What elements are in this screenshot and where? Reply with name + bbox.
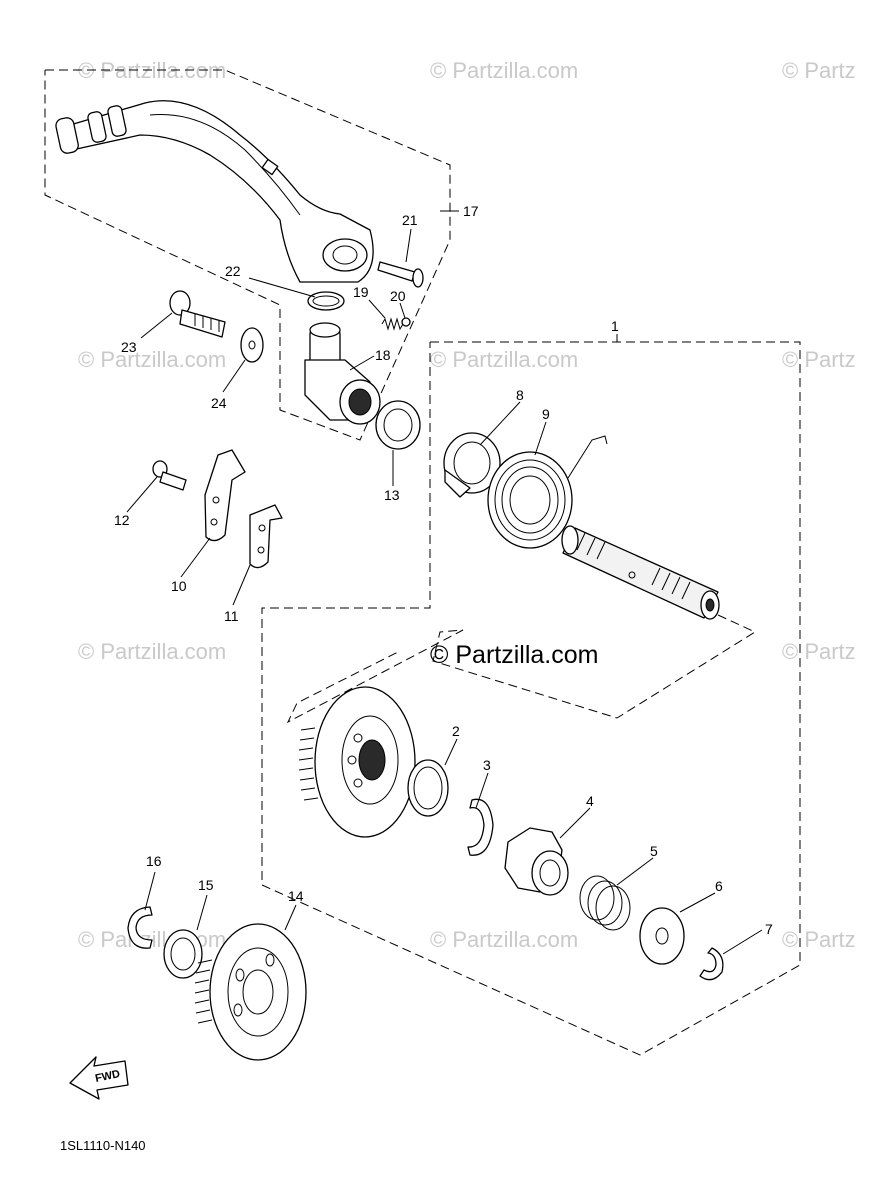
fwd-arrow-icon: FWD xyxy=(69,1056,129,1100)
watermark: © Partzilla.com xyxy=(430,58,578,83)
copyright-text: © Partzilla.com xyxy=(430,641,598,669)
ratchet-wheel-part-4[interactable] xyxy=(504,827,569,896)
assembly-17-boundary xyxy=(44,69,451,441)
idle-gear-part-14[interactable] xyxy=(194,923,307,1061)
kick-shaft[interactable] xyxy=(561,525,720,620)
callout-13: 13 xyxy=(384,487,400,503)
watermark: © Partz xyxy=(782,58,856,83)
leader-lines xyxy=(126,210,763,955)
callout-9: 9 xyxy=(542,406,550,422)
callout-4: 4 xyxy=(586,793,594,809)
watermark: © Partzilla.com xyxy=(78,639,226,664)
callout-10: 10 xyxy=(171,578,187,594)
watermark: © Partz xyxy=(782,927,856,952)
callout-14: 14 xyxy=(288,888,304,904)
callout-5: 5 xyxy=(650,843,658,859)
plate-part-10[interactable] xyxy=(204,449,246,542)
circlip-part-3[interactable] xyxy=(467,798,494,856)
washer-part-6[interactable] xyxy=(639,907,685,965)
callout-15: 15 xyxy=(198,877,214,893)
washer-part-24[interactable] xyxy=(240,327,264,363)
bolt-part-12[interactable] xyxy=(152,460,187,491)
boss-part-18[interactable] xyxy=(304,322,381,425)
circlip-part-7[interactable] xyxy=(699,947,724,981)
callout-17: 17 xyxy=(463,203,479,219)
callout-2: 2 xyxy=(452,723,460,739)
callout-8: 8 xyxy=(516,387,524,403)
guide-part-8[interactable] xyxy=(443,432,501,498)
shaft-group-bracket xyxy=(286,614,757,724)
spring-part-5[interactable] xyxy=(579,875,631,931)
callout-23: 23 xyxy=(121,339,137,355)
callout-3: 3 xyxy=(483,757,491,773)
stopper-part-11[interactable] xyxy=(249,504,283,569)
callout-labels: 1 2 3 4 5 6 7 8 9 10 11 12 13 14 15 16 1… xyxy=(114,203,773,937)
watermark: © Partzilla.com xyxy=(78,347,226,372)
callout-11: 11 xyxy=(224,608,239,624)
watermark: © Partz xyxy=(782,639,856,664)
oil-seal-part-13[interactable] xyxy=(375,400,421,450)
callout-16: 16 xyxy=(146,853,162,869)
fwd-label: FWD xyxy=(94,1068,121,1085)
circlip-part-16[interactable] xyxy=(127,906,153,949)
callout-22: 22 xyxy=(225,263,241,279)
watermark-layer: © Partzilla.com © Partzilla.com © Partz … xyxy=(78,58,856,952)
assembly-1-boundary xyxy=(261,341,801,1056)
callout-12: 12 xyxy=(114,512,130,528)
ratchet-gear[interactable] xyxy=(298,686,416,838)
callout-6: 6 xyxy=(715,878,723,894)
bolt-part-23[interactable] xyxy=(169,290,226,338)
callout-7: 7 xyxy=(765,921,773,937)
callout-20: 20 xyxy=(390,288,406,304)
callout-19: 19 xyxy=(353,284,369,300)
ball-part-20[interactable] xyxy=(401,317,411,327)
callout-1: 1 xyxy=(611,318,619,334)
washer-part-15[interactable] xyxy=(163,929,203,979)
washer-part-2[interactable] xyxy=(407,759,449,817)
callout-24: 24 xyxy=(211,395,227,411)
watermark: © Partz xyxy=(782,347,856,372)
torsion-spring-part-9[interactable] xyxy=(487,435,608,549)
callout-18: 18 xyxy=(375,347,391,363)
watermark: © Partzilla.com xyxy=(430,347,578,372)
o-ring-part-22[interactable] xyxy=(307,291,345,311)
kick-lever-part-17[interactable] xyxy=(55,100,374,283)
diagram-code: 1SL1110-N140 xyxy=(60,1138,146,1153)
spring-part-19[interactable] xyxy=(381,317,404,331)
callout-21: 21 xyxy=(402,212,418,228)
watermark: © Partzilla.com xyxy=(430,927,578,952)
lever-bolt-part-21[interactable] xyxy=(377,261,424,288)
